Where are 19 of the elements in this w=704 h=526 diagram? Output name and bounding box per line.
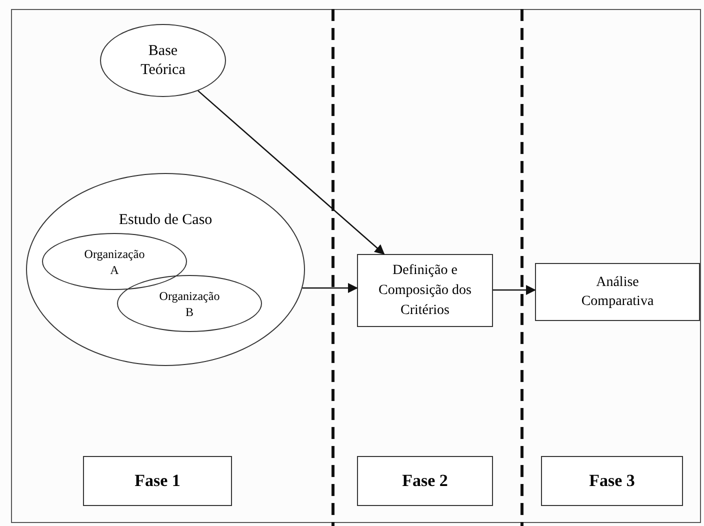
ellipse-node (42, 233, 187, 290)
node-label: Organização A (83, 246, 146, 278)
node-label: Fase 1 (134, 470, 180, 492)
phase-box (83, 456, 232, 506)
arrow (302, 283, 358, 293)
node-label: Fase 2 (402, 470, 448, 492)
node-label: Estudo de Caso (118, 211, 212, 230)
node-label: Análise Comparativa (580, 274, 655, 311)
phase-box (357, 456, 493, 506)
node-label: Organização B (158, 288, 221, 320)
process-box (535, 263, 700, 321)
node-label: Fase 3 (589, 470, 635, 492)
process-box (357, 254, 493, 327)
node-label: Base Teórica (140, 42, 186, 80)
arrow (198, 90, 385, 255)
node-label: Definição e Composição dos Critérios (378, 262, 472, 320)
arrow (493, 285, 536, 295)
phase-box (541, 456, 683, 506)
ellipse-node (117, 275, 262, 332)
